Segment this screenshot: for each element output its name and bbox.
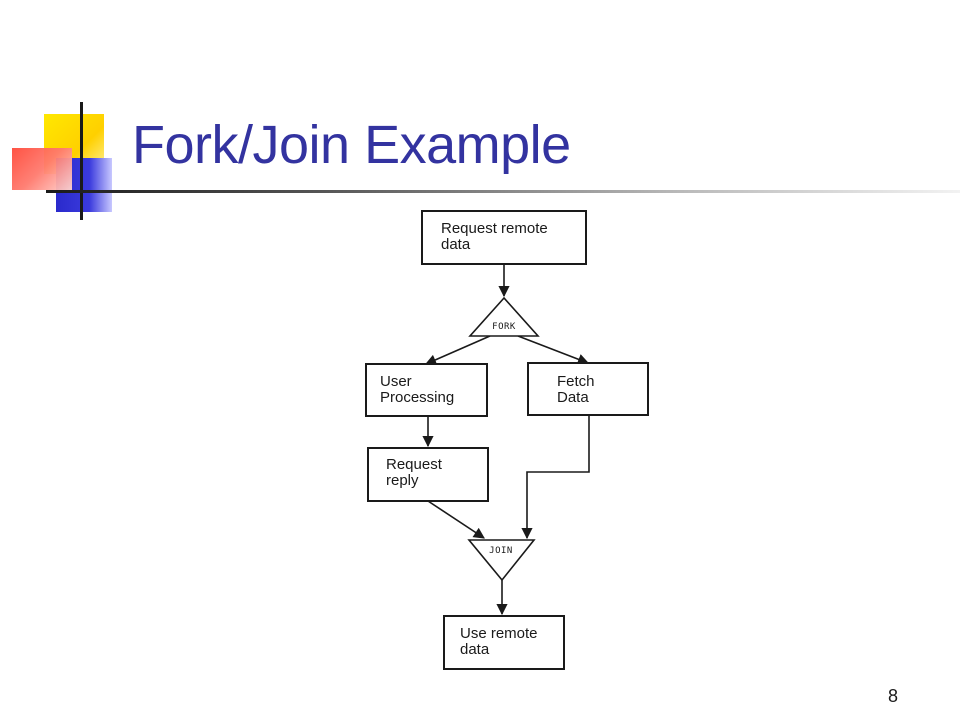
node-user-processing: User Processing <box>365 363 488 417</box>
node-label-line: data <box>441 236 471 253</box>
node-request-reply: Request reply <box>367 447 489 502</box>
node-label-line: data <box>460 641 490 658</box>
node-label-line: Request remote <box>441 220 548 237</box>
fork-gate: FORK <box>468 296 540 337</box>
node-request-remote-data: Request remote data <box>421 210 587 265</box>
join-gate: JOIN <box>467 539 536 582</box>
deco-vertical-line <box>80 102 83 220</box>
edge-fork-to-user-processing <box>424 335 491 366</box>
edge-fetch-data-to-join <box>521 416 590 540</box>
node-fetch-data: Fetch Data <box>527 362 649 416</box>
title-underline <box>46 190 960 193</box>
node-label-line: Processing <box>380 389 454 406</box>
node-label-line: Use remote <box>460 625 538 642</box>
node-label-line: Fetch <box>557 373 595 390</box>
deco-red-square <box>12 148 72 190</box>
page-number: 8 <box>888 686 899 706</box>
edge-fork-to-fetch-data <box>517 335 590 365</box>
node-use-remote-data: Use remote data <box>443 615 565 670</box>
node-label-line: Data <box>557 389 589 406</box>
edge-request-reply-to-join <box>427 500 485 539</box>
node-label-line: reply <box>386 472 419 489</box>
fork-label: FORK <box>492 322 516 332</box>
join-label: JOIN <box>489 546 513 556</box>
node-label-line: Request <box>386 456 443 473</box>
node-label-line: User <box>380 373 412 390</box>
slide-title: Fork/Join Example <box>132 115 571 175</box>
